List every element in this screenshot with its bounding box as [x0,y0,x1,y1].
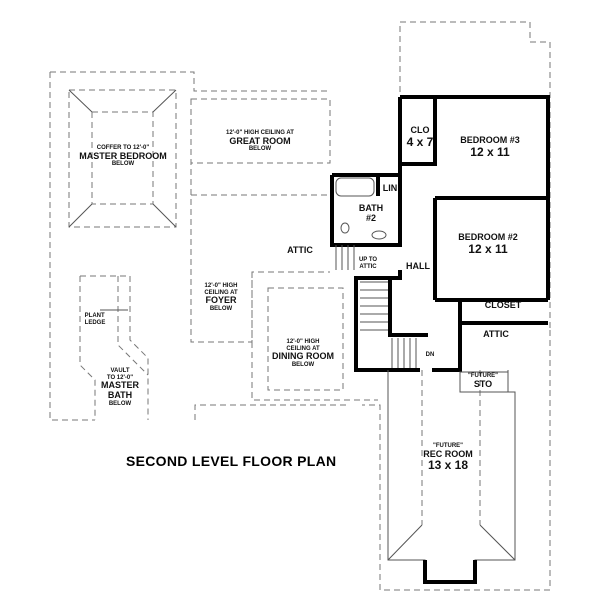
sink [371,230,387,240]
room-note: COFFER TO 12'-0" [96,145,150,151]
dining-outline [251,272,378,401]
room-name: STO [473,378,493,389]
up-to-attic-label: UP TO ATTIC [359,257,377,270]
room-name: GREAT ROOM [229,135,291,146]
master-bedroom-coffer [68,89,177,228]
room-note: CEILING AT [286,345,320,352]
label-line: UP TO [358,257,378,263]
rec-room-diagonals [387,524,516,561]
room-size: 4 x 7 [406,134,434,149]
room-name: MASTER [101,380,139,391]
room-note: CEILING AT [204,289,238,296]
bathtub [335,177,375,197]
bath2-label: BATH #2 [358,203,384,224]
label-line: ATTIC [359,263,377,270]
room-name: BEDROOM #3 [460,135,520,145]
dn-label: DN [425,352,435,358]
room-name: BEDROOM #2 [458,232,518,242]
room-name: MASTER BEDROOM [79,150,167,161]
room-note: 12'-0" HIGH [204,283,238,289]
master-bedroom-label: COFFER TO 12'-0" MASTER BEDROOM BELOW [79,145,167,168]
great-room-label: 12'-0" HIGH CEILING AT GREAT ROOM BELOW [226,130,294,153]
plan-title: SECOND LEVEL FLOOR PLAN [126,453,337,469]
room-name: DINING ROOM [272,351,334,362]
closet-label: CLOSET [484,300,522,310]
master-bath-label: VAULT TO 12'-0" MASTER BATH BELOW [101,368,139,408]
hall-label: HALL [406,261,430,271]
room-below: BELOW [209,306,233,313]
rec-room-dashed [421,370,481,525]
toilet [340,222,350,234]
bedroom2-label: BEDROOM #2 12 x 11 [458,232,518,256]
room-name: #2 [365,212,377,223]
rec-room-walls [423,560,477,584]
coffer-diagonals [68,89,177,228]
attic-left-label: ATTIC [287,245,313,255]
outer-outline [49,21,551,591]
room-name: REC ROOM [423,448,473,459]
master-bath-outline [79,275,149,420]
room-name: FOYER [205,295,237,306]
label-line: PLANT [84,313,105,319]
stair-walls [354,270,462,372]
room-below: BELOW [111,161,135,168]
room-note: VAULT [110,368,130,374]
room-note: "FUTURE" [467,373,499,379]
sto-outline [459,371,509,393]
room-note: "FUTURE" [432,443,464,449]
sto-label: "FUTURE" STO [468,373,498,389]
room-size: 13 x 18 [427,458,469,473]
room-note: 12'-0" HIGH CEILING AT [226,130,294,136]
stairs [335,245,417,368]
rec-room-label: "FUTURE" REC ROOM 13 x 18 [423,443,473,473]
clo-label: CLO 4 x 7 [406,125,434,149]
room-below: BELOW [108,400,132,407]
room-size: 12 x 11 [468,241,508,256]
attic-right-label: ATTIC [483,329,509,339]
lin-label: LIN [382,183,398,193]
room-name: CLO [410,125,430,135]
foyer-label: 12'-0" HIGH CEILING AT FOYER BELOW [204,283,237,313]
room-size: 12 x 11 [470,144,510,159]
bedroom3-label: BEDROOM #3 12 x 11 [460,135,520,159]
room-name: BATH [107,390,133,401]
room-name: BATH [358,203,384,213]
room-note: TO 12'-0" [106,374,134,381]
label-line: LEDGE [84,319,106,326]
room-below: BELOW [248,146,272,153]
dining-room-label: 12'-0" HIGH CEILING AT DINING ROOM BELOW [272,339,334,369]
room-note: 12'-0" HIGH [286,339,320,345]
room-below: BELOW [291,362,315,369]
rec-room-outline [387,370,516,583]
master-bedroom-coffer-inner [91,111,154,205]
plant-ledge-label: PLANT LEDGE [85,313,106,326]
